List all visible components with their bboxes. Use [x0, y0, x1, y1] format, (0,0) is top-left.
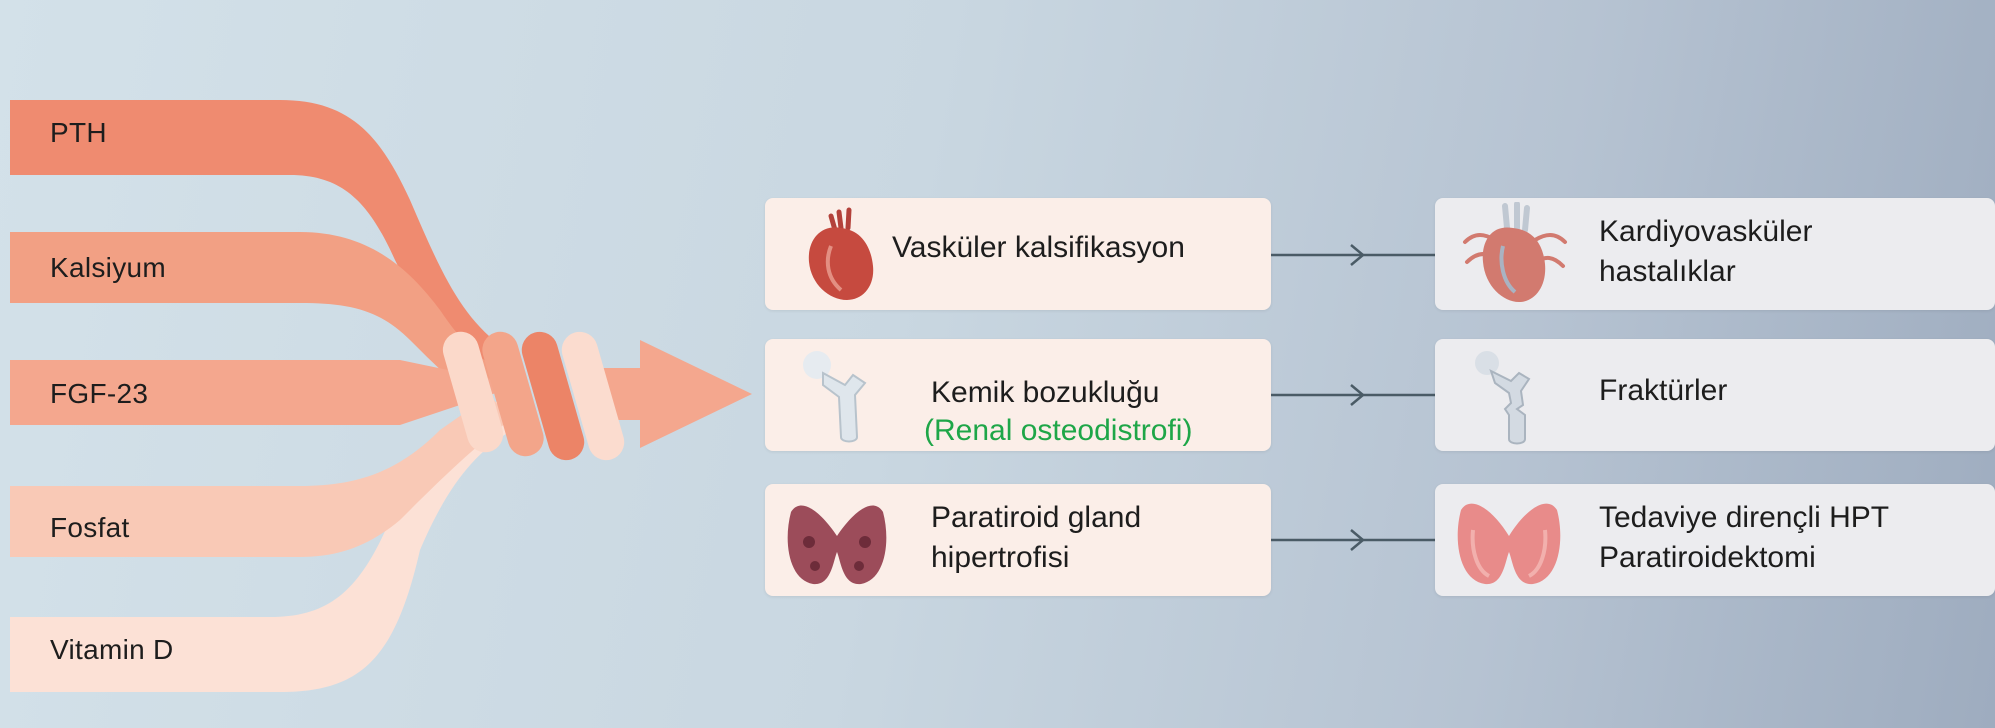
- outcome-title: Tedaviye dirençli HPT: [1599, 498, 1889, 538]
- arrow-connector: [1271, 380, 1435, 410]
- heart-icon: [801, 206, 881, 304]
- input-label-kalsiyum: Kalsiyum: [50, 252, 166, 284]
- complication-title: Vasküler kalsifikasyon: [892, 228, 1185, 268]
- outcome-box-cardiovascular: Kardiyovasküler hastalıklar: [1435, 198, 1995, 310]
- parathyroid-gland-icon: [781, 492, 893, 590]
- complication-title: Kemik bozukluğu: [931, 373, 1159, 413]
- outcome-title: Fraktürler: [1599, 371, 1727, 411]
- complication-box-vascular: Vasküler kalsifikasyon: [765, 198, 1271, 310]
- thyroid-gland-icon: [1451, 490, 1567, 590]
- femur-bone-icon: [793, 345, 883, 445]
- complication-subtitle: (Renal osteodistrofi): [924, 411, 1192, 451]
- input-label-fosfat: Fosfat: [50, 512, 130, 544]
- arrow-connector: [1271, 525, 1435, 555]
- heart-vessels-icon: [1455, 202, 1575, 306]
- input-label-vitamin-d: Vitamin D: [50, 634, 174, 666]
- complication-subtitle: hipertrofisi: [931, 538, 1069, 578]
- outcome-subtitle: Paratiroidektomi: [1599, 538, 1816, 578]
- arrow-connector: [1271, 240, 1435, 270]
- outcome-subtitle: hastalıklar: [1599, 252, 1736, 292]
- complication-title: Paratiroid gland: [931, 498, 1141, 538]
- outcome-box-fractures: Fraktürler: [1435, 339, 1995, 451]
- input-label-pth: PTH: [50, 117, 107, 149]
- fractured-bone-icon: [1467, 345, 1551, 445]
- complication-box-parathyroid: Paratiroid gland hipertrofisi: [765, 484, 1271, 596]
- input-label-fgf-23: FGF-23: [50, 378, 148, 410]
- outcome-title: Kardiyovasküler: [1599, 212, 1812, 252]
- complication-box-bone: Kemik bozukluğu (Renal osteodistrofi): [765, 339, 1271, 451]
- outcome-box-hpt: Tedaviye dirençli HPT Paratiroidektomi: [1435, 484, 1995, 596]
